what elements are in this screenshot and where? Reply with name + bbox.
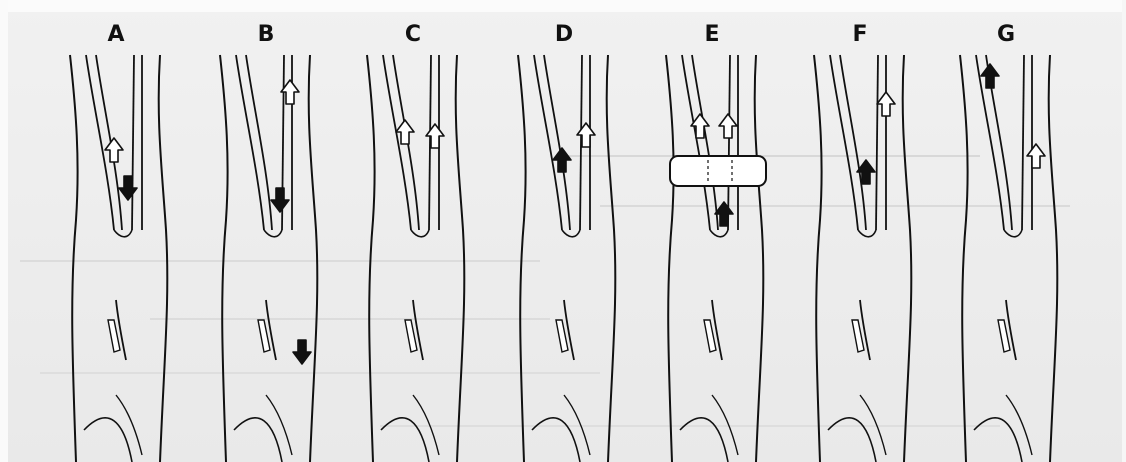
lower-vein-cuff — [704, 320, 716, 352]
panel-label-e: E — [692, 22, 732, 47]
leg-outline-right — [1049, 55, 1058, 462]
ankle-contour — [974, 418, 1022, 462]
leg-panel-g — [960, 55, 1057, 462]
ankle-contour — [84, 418, 132, 462]
vein-junction — [562, 230, 580, 237]
arrow-up-filled-icon — [981, 64, 999, 88]
panel-label-g: G — [986, 22, 1026, 47]
leg-outline-right — [755, 55, 764, 462]
leg-panel-f — [814, 55, 911, 462]
arrow-down-filled-icon — [119, 176, 137, 200]
lower-vein-cuff — [556, 320, 568, 352]
ankle-contour — [381, 418, 429, 462]
leg-outline-right — [456, 55, 465, 462]
leg-outline-left — [220, 55, 228, 462]
deep-vein-wall-left — [728, 55, 730, 230]
arrow-up-filled-icon — [857, 160, 875, 184]
leg-outline-right — [309, 55, 318, 462]
leg-panel-b — [220, 55, 317, 462]
leg-outline-left — [666, 55, 674, 462]
superficial-vein-wall-right — [840, 55, 866, 230]
deep-vein-wall-left — [1022, 55, 1024, 230]
deep-vein-wall-left — [876, 55, 878, 230]
vein-junction — [710, 230, 728, 237]
leg-panel-a — [70, 55, 167, 462]
superficial-vein-wall-right — [544, 55, 570, 230]
arrow-up-filled-icon — [553, 148, 571, 172]
ankle-contour — [532, 418, 580, 462]
panel-label-b: B — [246, 22, 286, 47]
leg-outline-left — [960, 55, 968, 462]
lower-vein-cuff — [852, 320, 864, 352]
leg-panel-c — [367, 55, 464, 462]
tourniquet-band — [670, 156, 766, 186]
arrow-up-open-icon — [396, 120, 414, 144]
panel-label-c: C — [393, 22, 433, 47]
leg-outline-right — [159, 55, 168, 462]
arrow-up-open-icon — [719, 114, 737, 138]
arrow-up-open-icon — [426, 124, 444, 148]
ankle-contour — [680, 418, 728, 462]
lower-vein-cuff — [998, 320, 1010, 352]
lower-vein-cuff — [108, 320, 120, 352]
vein-junction — [264, 230, 282, 237]
lower-vein-cuff — [405, 320, 417, 352]
lower-vein-cuff — [258, 320, 270, 352]
vein-junction — [114, 230, 132, 237]
leg-outline-right — [903, 55, 912, 462]
vein-junction — [1004, 230, 1022, 237]
panel-label-f: F — [840, 22, 880, 47]
arrow-up-open-icon — [105, 138, 123, 162]
leg-panel-e — [666, 55, 766, 462]
deep-vein-wall-left — [132, 55, 134, 230]
superficial-vein-wall-right — [246, 55, 272, 230]
arrow-down-filled-icon — [271, 188, 289, 212]
arrow-up-open-icon — [1027, 144, 1045, 168]
arrow-up-open-icon — [877, 92, 895, 116]
arrow-up-open-icon — [577, 123, 595, 147]
arrow-down-filled-icon — [293, 340, 311, 364]
superficial-vein-wall-right — [692, 55, 718, 230]
leg-outline-left — [518, 55, 526, 462]
panel-label-a: A — [96, 22, 136, 47]
ankle-contour — [234, 418, 282, 462]
vein-junction — [858, 230, 876, 237]
leg-outline-left — [367, 55, 375, 462]
leg-outline-left — [814, 55, 822, 462]
leg-panel-d — [518, 55, 615, 462]
ankle-contour — [828, 418, 876, 462]
vein-junction — [411, 230, 429, 237]
leg-outline-left — [70, 55, 78, 462]
panel-label-d: D — [544, 22, 584, 47]
leg-outline-right — [607, 55, 616, 462]
